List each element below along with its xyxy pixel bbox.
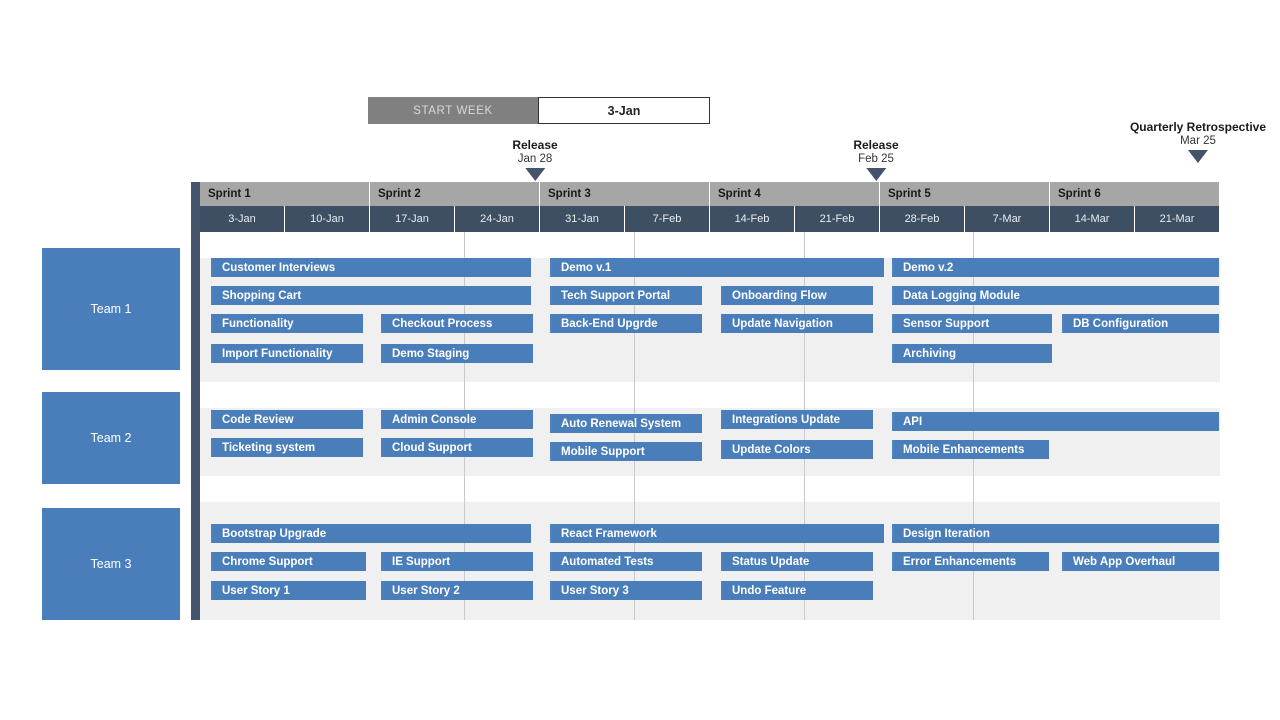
task-bar[interactable]: Code Review [211, 410, 363, 429]
team-label-box[interactable]: Team 1 [42, 248, 180, 370]
task-bar[interactable]: Demo v.2 [892, 258, 1219, 277]
task-bar[interactable]: Web App Overhaul [1062, 552, 1219, 571]
task-bar[interactable]: Mobile Support [550, 442, 702, 461]
task-bar[interactable]: Shopping Cart [211, 286, 531, 305]
task-bar[interactable]: Update Navigation [721, 314, 873, 333]
milestone-date: Mar 25 [1180, 135, 1216, 147]
task-bar[interactable]: Demo Staging [381, 344, 533, 363]
milestone-title: Release [853, 138, 899, 152]
task-bar[interactable]: Sensor Support [892, 314, 1052, 333]
task-bar[interactable]: Integrations Update [721, 410, 873, 429]
task-bar[interactable]: Back-End Upgrde [550, 314, 702, 333]
task-bar[interactable]: API [892, 412, 1219, 431]
task-bar[interactable]: Update Colors [721, 440, 873, 459]
task-bar[interactable]: Undo Feature [721, 581, 873, 600]
week-header-cell[interactable]: 7-Mar [965, 206, 1050, 232]
task-bar[interactable]: Tech Support Portal [550, 286, 702, 305]
milestone-title: Quarterly Retrospective [1129, 120, 1267, 134]
sprint-header-cell[interactable]: Sprint 4 [710, 182, 880, 206]
triangle-marker-icon [866, 168, 886, 181]
task-bar[interactable]: Customer Interviews [211, 258, 531, 277]
sprint-header-cell[interactable]: Sprint 1 [200, 182, 370, 206]
task-bar[interactable]: Auto Renewal System [550, 414, 702, 433]
task-bar[interactable]: Status Update [721, 552, 873, 571]
task-bar[interactable]: Checkout Process [381, 314, 533, 333]
task-bar[interactable]: Mobile Enhancements [892, 440, 1049, 459]
triangle-marker-icon [1188, 150, 1208, 163]
row-band [200, 232, 1220, 258]
team-label-box[interactable]: Team 2 [42, 392, 180, 484]
week-header-cell[interactable]: 31-Jan [540, 206, 625, 232]
milestone-date: Feb 25 [858, 153, 894, 165]
task-bar[interactable]: Demo v.1 [550, 258, 884, 277]
task-bar[interactable]: Ticketing system [211, 438, 363, 457]
week-header-cell[interactable]: 24-Jan [455, 206, 540, 232]
week-header-cell[interactable]: 14-Feb [710, 206, 795, 232]
task-bar[interactable]: User Story 3 [550, 581, 702, 600]
week-header-cell[interactable]: 14-Mar [1050, 206, 1135, 232]
start-week-input[interactable]: 3-Jan [538, 97, 710, 124]
task-bar[interactable]: User Story 1 [211, 581, 366, 600]
triangle-marker-icon [525, 168, 545, 181]
task-bar[interactable]: Data Logging Module [892, 286, 1219, 305]
task-bar[interactable]: Bootstrap Upgrade [211, 524, 531, 543]
task-bar[interactable]: Admin Console [381, 410, 533, 429]
task-bar[interactable]: Chrome Support [211, 552, 366, 571]
week-header-cell[interactable]: 28-Feb [880, 206, 965, 232]
task-bar[interactable]: IE Support [381, 552, 533, 571]
team-label-box[interactable]: Team 3 [42, 508, 180, 620]
sprint-header-cell[interactable]: Sprint 2 [370, 182, 540, 206]
task-bar[interactable]: Design Iteration [892, 524, 1219, 543]
sprint-header-cell[interactable]: Sprint 6 [1050, 182, 1220, 206]
sprint-header-cell[interactable]: Sprint 5 [880, 182, 1050, 206]
task-bar[interactable]: Onboarding Flow [721, 286, 873, 305]
row-band [200, 382, 1220, 408]
row-band [200, 476, 1220, 502]
task-bar[interactable]: Functionality [211, 314, 363, 333]
task-bar[interactable]: DB Configuration [1062, 314, 1219, 333]
task-bar[interactable]: Import Functionality [211, 344, 363, 363]
week-header-cell[interactable]: 10-Jan [285, 206, 370, 232]
task-bar[interactable]: Cloud Support [381, 438, 533, 457]
chart-left-rail [191, 182, 200, 620]
task-bar[interactable]: User Story 2 [381, 581, 533, 600]
week-header-cell[interactable]: 3-Jan [200, 206, 285, 232]
week-header-cell[interactable]: 21-Mar [1135, 206, 1220, 232]
task-bar[interactable]: Archiving [892, 344, 1052, 363]
milestone-title: Release [512, 138, 558, 152]
task-bar[interactable]: Automated Tests [550, 552, 702, 571]
week-header-cell[interactable]: 21-Feb [795, 206, 880, 232]
milestone-date: Jan 28 [517, 153, 553, 165]
start-week-label: START WEEK [368, 97, 538, 124]
row-band [200, 502, 1220, 620]
task-bar[interactable]: React Framework [550, 524, 884, 543]
start-week-control: START WEEK 3-Jan [368, 97, 710, 124]
week-header-cell[interactable]: 7-Feb [625, 206, 710, 232]
task-bar[interactable]: Error Enhancements [892, 552, 1049, 571]
week-header-cell[interactable]: 17-Jan [370, 206, 455, 232]
sprint-header-cell[interactable]: Sprint 3 [540, 182, 710, 206]
